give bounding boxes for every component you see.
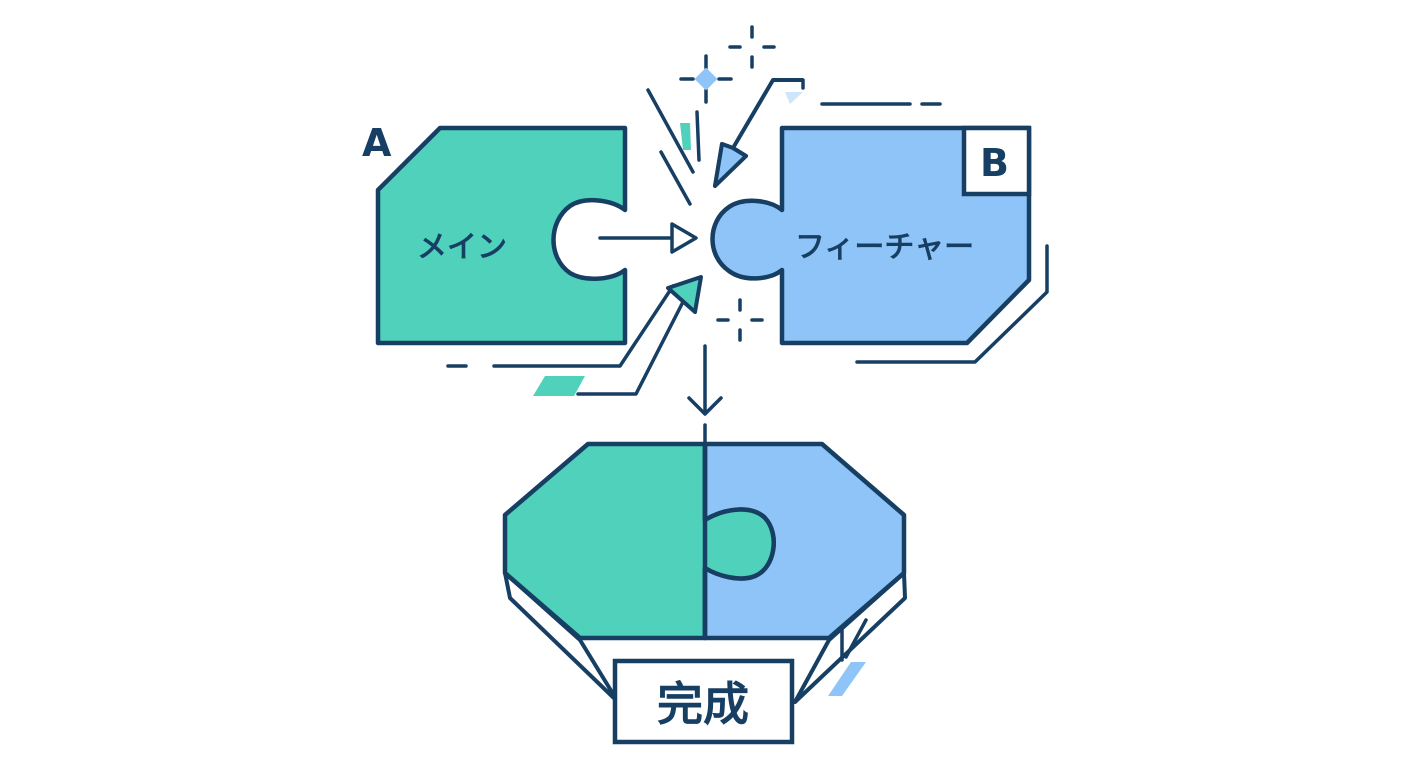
result-label-box [612,658,795,745]
piece-b-label: フィーチャー [795,230,974,265]
arrow-accent-blue [785,92,803,104]
merged-result: 完成 [502,423,907,745]
piece-b-letter: B [980,141,1009,185]
result-label: 完成 [657,677,749,731]
impact-lines [446,88,942,396]
piece-b-letter-box [961,125,1032,197]
merge-arrows [492,78,805,416]
piece-a-label: メイン [417,230,507,265]
sparkle-top-blue-icon [679,54,733,104]
accent-green-stripe [533,376,585,396]
sparkle-bottom-icon [716,298,764,342]
piece-b-shadow [855,244,1049,364]
piece-a-letter: A [362,121,392,165]
sparkle-top-small-icon [728,25,776,69]
puzzle-piece-a [375,125,628,346]
result-side-accent [828,662,866,696]
puzzle-piece-b [710,125,1032,346]
